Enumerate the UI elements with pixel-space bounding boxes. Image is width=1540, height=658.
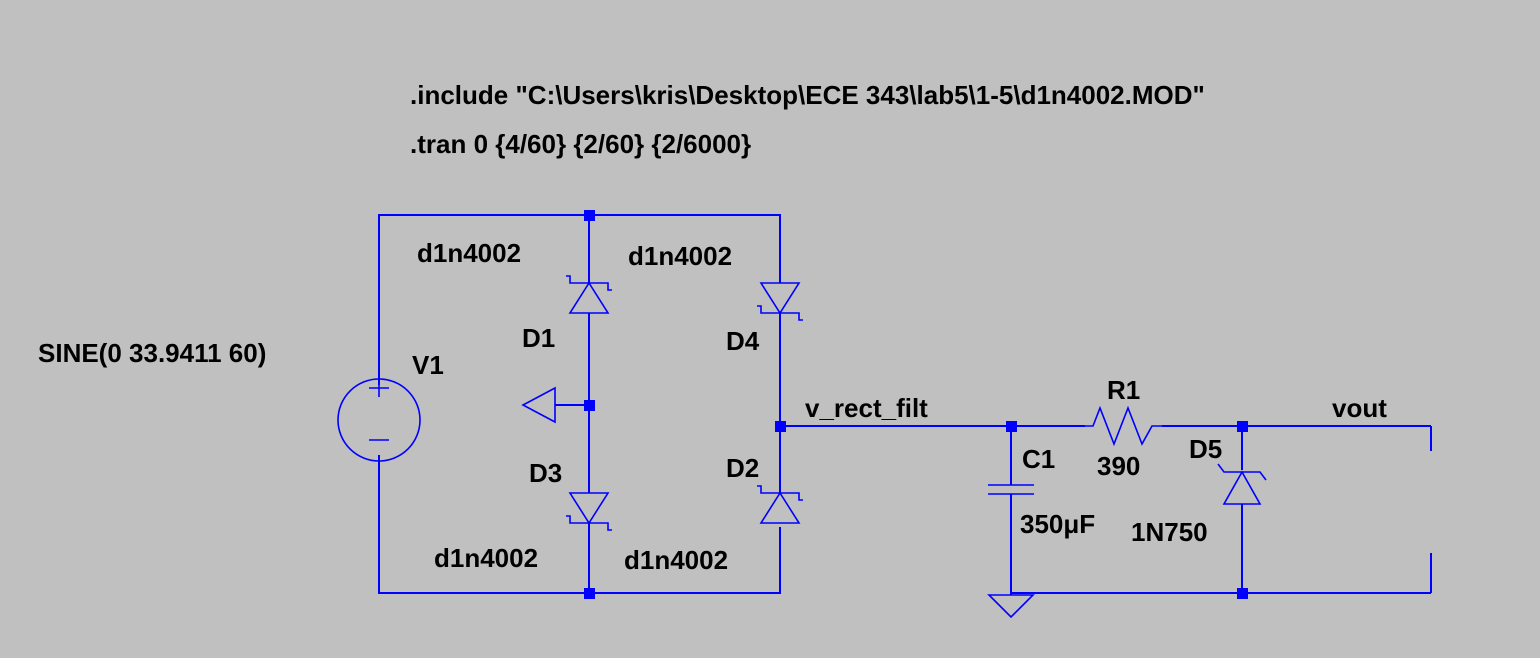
diode-d3[interactable] bbox=[566, 492, 612, 531]
capacitor-c1[interactable] bbox=[988, 484, 1034, 495]
junction-dot bbox=[584, 210, 595, 221]
junction-dot bbox=[1237, 421, 1248, 432]
junction-dot bbox=[1237, 588, 1248, 599]
c1-value-label[interactable]: 350μF bbox=[1020, 509, 1095, 539]
v1-value-label[interactable]: SINE(0 33.9411 60) bbox=[38, 338, 266, 368]
diode-triangle-icon bbox=[568, 492, 610, 525]
zener-triangle-icon bbox=[1222, 470, 1262, 505]
v1-label[interactable]: V1 bbox=[412, 350, 444, 380]
junction-dot bbox=[775, 421, 786, 432]
diode-triangle-icon bbox=[759, 282, 801, 315]
zener-diode-d5[interactable] bbox=[1217, 463, 1267, 505]
voltage-source-v1[interactable] bbox=[337, 378, 421, 462]
wires[interactable] bbox=[378, 214, 1432, 595]
diode-d4[interactable] bbox=[757, 282, 803, 321]
schottky-bar-icon bbox=[757, 485, 803, 501]
d3-label[interactable]: D3 bbox=[529, 458, 562, 488]
ground-icon[interactable] bbox=[987, 594, 1035, 619]
d2-model-label[interactable]: d1n4002 bbox=[624, 545, 728, 575]
c1-label[interactable]: C1 bbox=[1022, 444, 1055, 474]
wire-bottom-left[interactable] bbox=[378, 455, 781, 594]
schottky-bar-icon bbox=[566, 275, 612, 291]
tran-directive[interactable]: .tran 0 {4/60} {2/60} {2/6000} bbox=[410, 129, 751, 159]
diode-triangle-icon bbox=[568, 281, 610, 314]
schottky-bar-icon bbox=[757, 305, 803, 321]
d4-label[interactable]: D4 bbox=[726, 326, 760, 356]
diode-d2[interactable] bbox=[757, 485, 803, 524]
d3-model-label[interactable]: d1n4002 bbox=[434, 543, 538, 573]
wire-top-left[interactable] bbox=[378, 214, 781, 385]
schottky-bar-icon bbox=[566, 515, 612, 531]
junction-dots bbox=[584, 210, 1248, 599]
d1-label[interactable]: D1 bbox=[522, 323, 555, 353]
include-directive[interactable]: .include "C:\Users\kris\Desktop\ECE 343\… bbox=[410, 80, 1205, 110]
diode-d1[interactable] bbox=[566, 275, 612, 314]
ground-icon[interactable] bbox=[521, 386, 556, 424]
d4-model-label[interactable]: d1n4002 bbox=[628, 241, 732, 271]
zener-bar-icon bbox=[1217, 463, 1267, 481]
diode-triangle-icon bbox=[759, 491, 801, 524]
junction-dot bbox=[584, 400, 595, 411]
resistor-r1[interactable] bbox=[1085, 405, 1162, 447]
net-label-vout[interactable]: vout bbox=[1332, 393, 1387, 423]
d1-model-label[interactable]: d1n4002 bbox=[417, 238, 521, 268]
d5-model-label[interactable]: 1N750 bbox=[1131, 517, 1208, 547]
r1-label[interactable]: R1 bbox=[1107, 375, 1140, 405]
junction-dot bbox=[584, 588, 595, 599]
junction-dot bbox=[1006, 421, 1017, 432]
d2-label[interactable]: D2 bbox=[726, 453, 759, 483]
r1-value-label[interactable]: 390 bbox=[1097, 451, 1140, 481]
net-label-v-rect-filt[interactable]: v_rect_filt bbox=[805, 393, 928, 423]
d5-label[interactable]: D5 bbox=[1189, 434, 1222, 464]
